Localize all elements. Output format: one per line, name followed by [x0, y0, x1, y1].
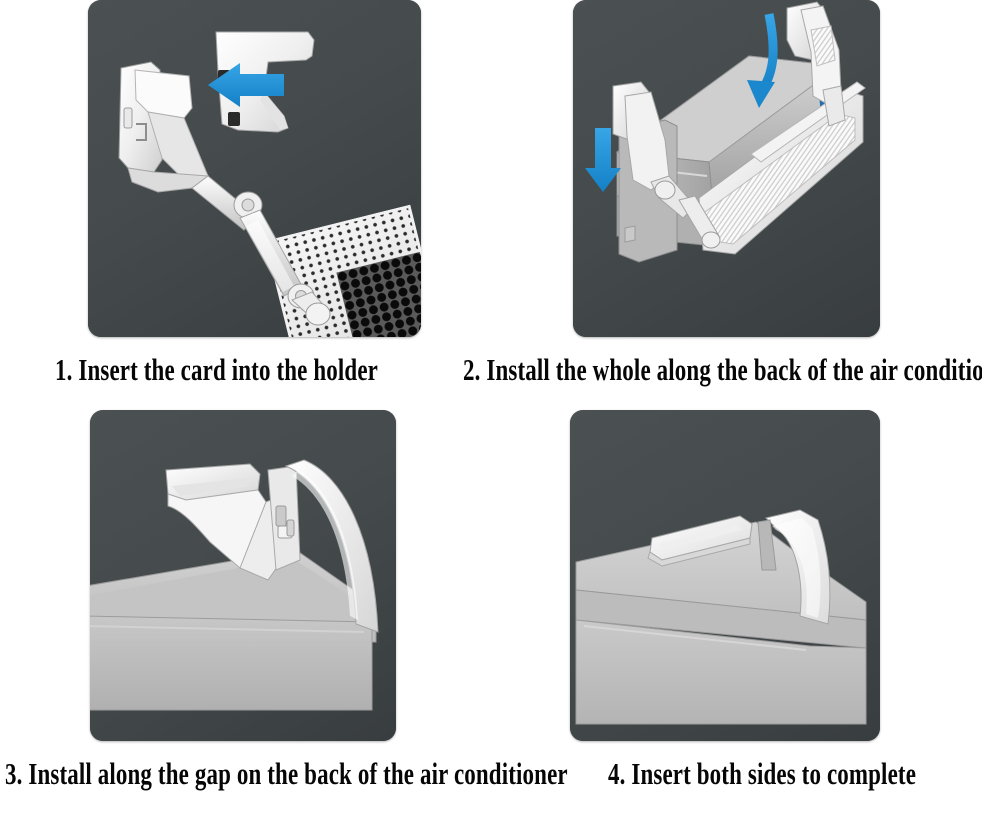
step-4-illustration — [570, 410, 880, 741]
step-4-caption: 4. Insert both sides to complete — [608, 756, 917, 791]
step-3-caption: 3. Install along the gap on the back of … — [5, 756, 568, 791]
step-3-illustration — [90, 410, 396, 741]
step-1-illustration — [88, 0, 421, 337]
air-conditioner-top-panel — [90, 549, 377, 711]
card-holder-bracket — [118, 61, 210, 193]
step-4-artwork — [575, 509, 867, 725]
rotate-bracket-arrow — [747, 13, 778, 108]
curved-deflector-rail — [284, 459, 379, 633]
step-2-artwork — [585, 1, 866, 263]
step-2-illustration — [573, 0, 880, 337]
lower-assembly-arrow — [585, 128, 621, 192]
flat-white-tab — [647, 515, 753, 567]
right-deflector-arm — [786, 1, 846, 127]
step-2-caption: 2. Install the whole along the back of t… — [463, 352, 982, 387]
insert-direction-arrow — [208, 63, 284, 107]
support-arm-assembly — [191, 175, 331, 326]
bracket-inner-housing — [267, 465, 301, 571]
left-deflector-arm — [612, 81, 721, 249]
deflector-rail-end — [757, 509, 831, 625]
step-1-caption: 1. Insert the card into the holder — [55, 352, 378, 387]
step-1-artwork — [118, 31, 331, 326]
hook-bracket — [165, 463, 283, 581]
air-conditioner-top-panel — [575, 521, 867, 725]
air-conditioner-body — [615, 55, 841, 263]
step-3-artwork — [90, 459, 379, 711]
